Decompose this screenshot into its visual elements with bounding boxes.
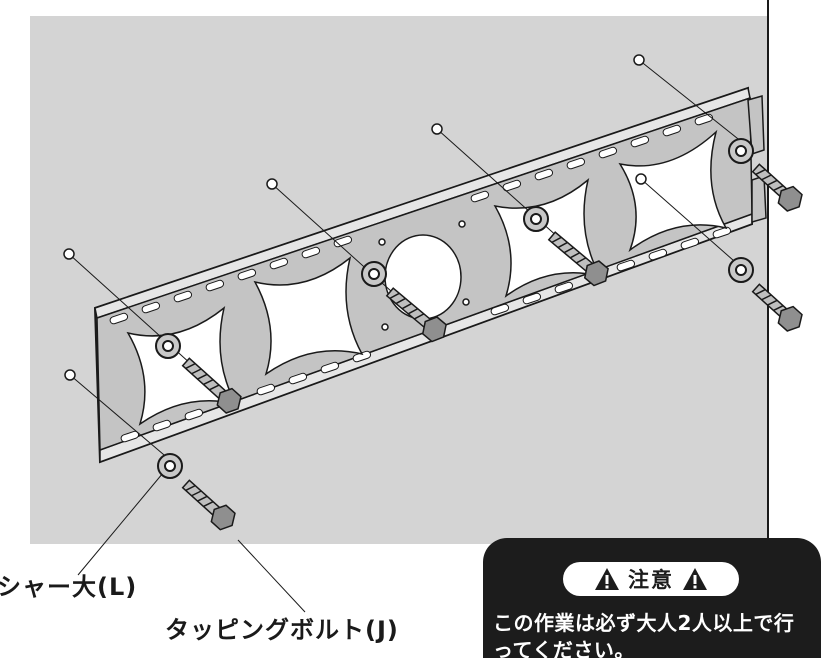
wall-mount-diagram	[30, 0, 803, 613]
warning-triangle-icon	[595, 568, 619, 590]
washer-2	[361, 261, 387, 287]
washer-3	[523, 206, 549, 232]
washer-label: ッシャー大(L)	[0, 573, 138, 601]
bolt-2	[385, 287, 447, 343]
bolt-6	[181, 479, 236, 531]
star-cutout-4	[618, 129, 728, 253]
washer-4	[728, 138, 754, 164]
pilot-holes	[63, 54, 647, 381]
bolts	[181, 163, 803, 531]
slot-row-top	[109, 113, 714, 325]
caution-title: 注意	[628, 568, 674, 592]
bolt-3	[547, 231, 609, 287]
washer-6	[157, 453, 183, 479]
tapping-bolt-label: タッピングボルト(J)	[165, 616, 399, 644]
caution-box: 注意 この作業は必ず大人2人以上で行ってください。	[483, 538, 821, 662]
bolt-4	[751, 163, 803, 212]
washer-5	[728, 257, 754, 283]
center-hole	[384, 234, 462, 320]
bolt-5	[751, 283, 803, 332]
washer-1	[155, 333, 181, 359]
bolt-1	[181, 357, 242, 414]
warning-triangle-icon	[683, 568, 707, 590]
slot-row-bottom	[120, 226, 732, 443]
star-cutout-2	[253, 256, 364, 376]
caution-header: 注意	[563, 562, 739, 596]
caution-text: この作業は必ず大人2人以上で行ってください。	[493, 611, 795, 662]
washers	[155, 138, 754, 479]
